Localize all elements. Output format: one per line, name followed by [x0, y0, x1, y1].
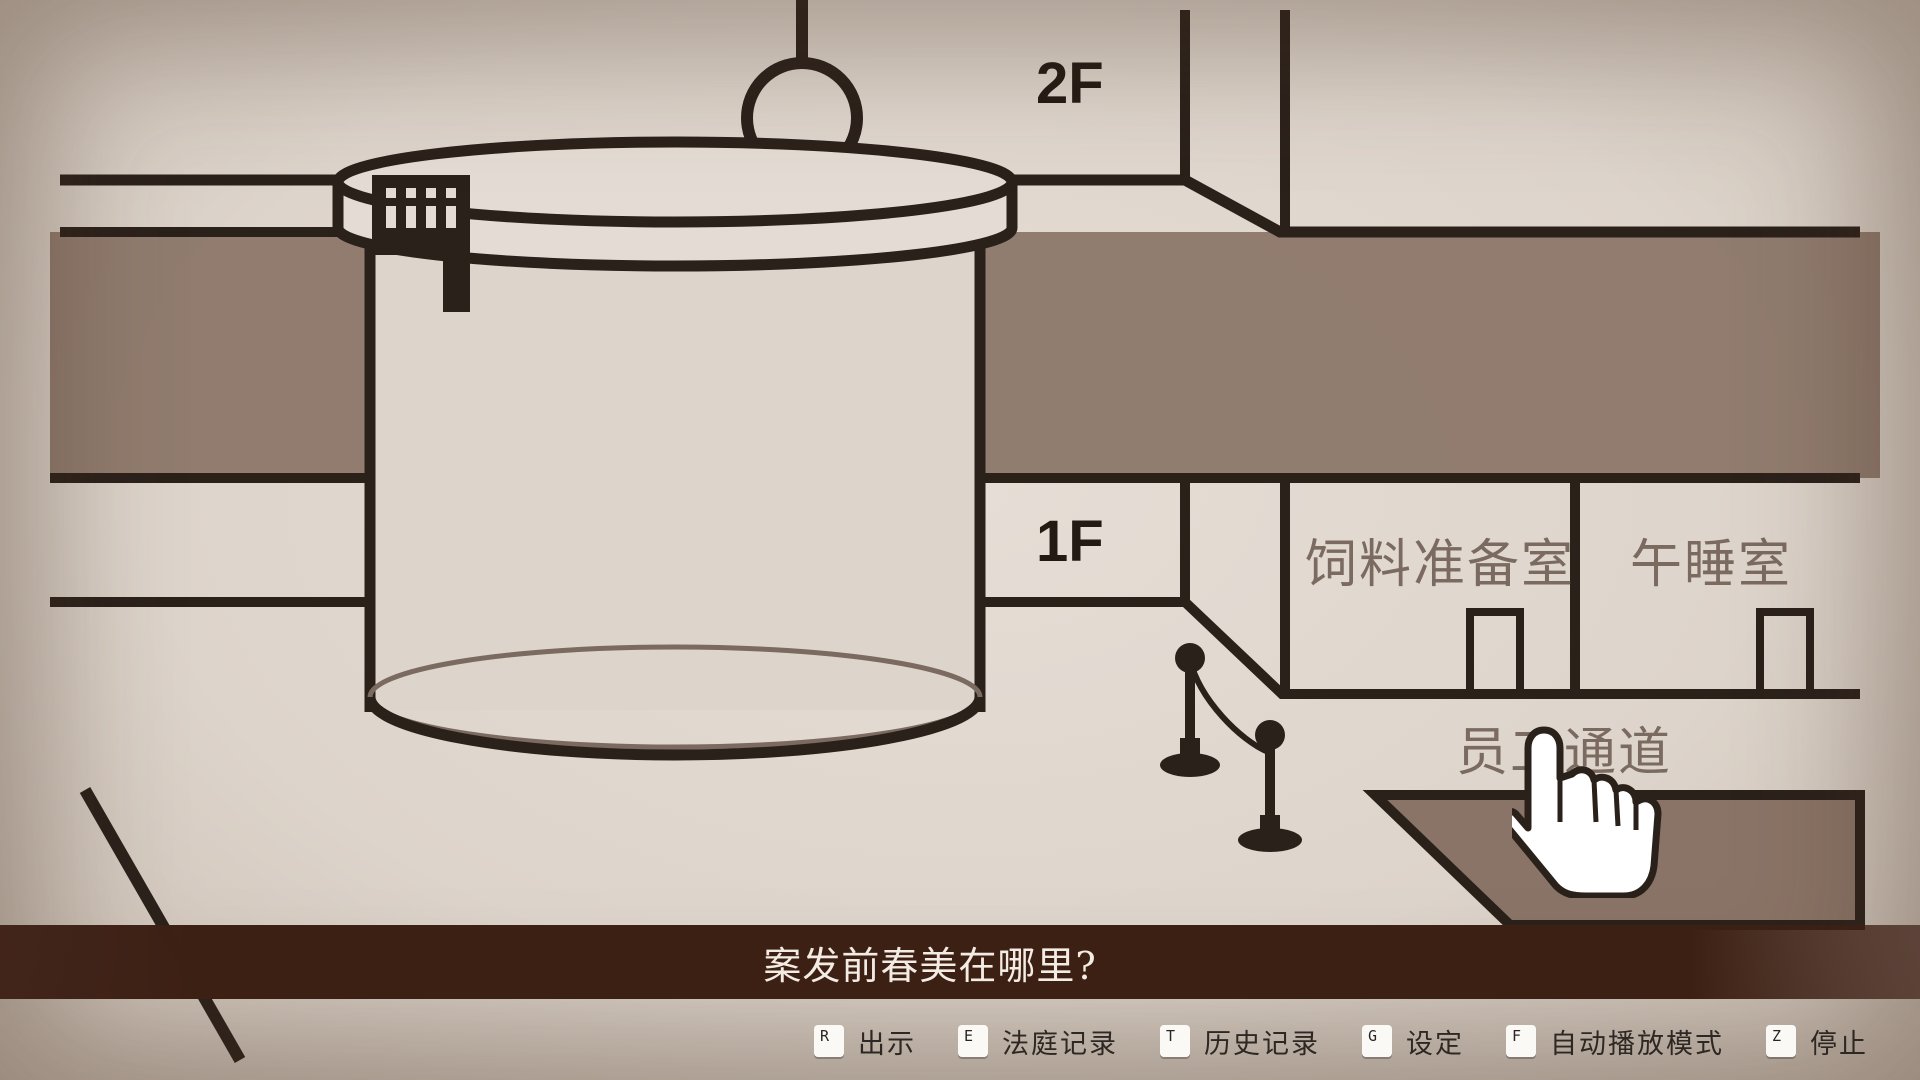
key-z-icon: Z — [1766, 1025, 1796, 1057]
floor-1f-outline — [980, 597, 1860, 699]
tank-rim-top — [332, 136, 1018, 228]
floor-label-1f: 1F — [1036, 509, 1104, 574]
door-nap-room[interactable] — [1756, 608, 1814, 698]
control-auto-play[interactable]: F 自动播放模式 — [1506, 1022, 1724, 1061]
key-r-icon: R — [814, 1025, 844, 1057]
control-settings[interactable]: G 设定 — [1362, 1022, 1464, 1061]
key-g-icon: G — [1362, 1025, 1392, 1057]
control-label: 设定 — [1406, 1028, 1464, 1060]
tank-body-fill — [370, 240, 980, 710]
control-label: 停止 — [1810, 1028, 1868, 1060]
key-e-icon: E — [958, 1025, 988, 1057]
control-label: 法庭记录 — [1002, 1028, 1118, 1060]
rope-barrier — [1160, 643, 1302, 852]
control-court-record[interactable]: E 法庭记录 — [958, 1022, 1118, 1061]
tank-bottom-front — [364, 696, 986, 761]
control-stop[interactable]: Z 停止 — [1766, 1022, 1868, 1061]
key-t-icon: T — [1160, 1025, 1190, 1057]
key-f-icon: F — [1506, 1025, 1536, 1057]
control-history-log[interactable]: T 历史记录 — [1160, 1022, 1320, 1061]
control-label: 出示 — [858, 1028, 916, 1060]
tank-filter — [372, 175, 470, 312]
floor-label-2f: 2F — [1036, 51, 1104, 116]
control-hints: R 出示 E 法庭记录 T 历史记录 G 设定 F 自动播放模式 Z 停止 — [814, 1022, 1868, 1061]
question-bar: 案发前春美在哪里? — [0, 925, 1920, 999]
pointing-hand-icon[interactable] — [1512, 718, 1662, 898]
door-feed-room[interactable] — [1466, 608, 1524, 698]
room-label-nap-room[interactable]: 午睡室 — [1630, 535, 1793, 595]
control-present[interactable]: R 出示 — [814, 1022, 916, 1061]
control-label: 自动播放模式 — [1550, 1028, 1724, 1060]
control-label: 历史记录 — [1204, 1028, 1320, 1060]
question-text: 案发前春美在哪里? — [763, 943, 1097, 988]
room-label-feed-prep[interactable]: 饲料准备室 — [1305, 535, 1576, 595]
